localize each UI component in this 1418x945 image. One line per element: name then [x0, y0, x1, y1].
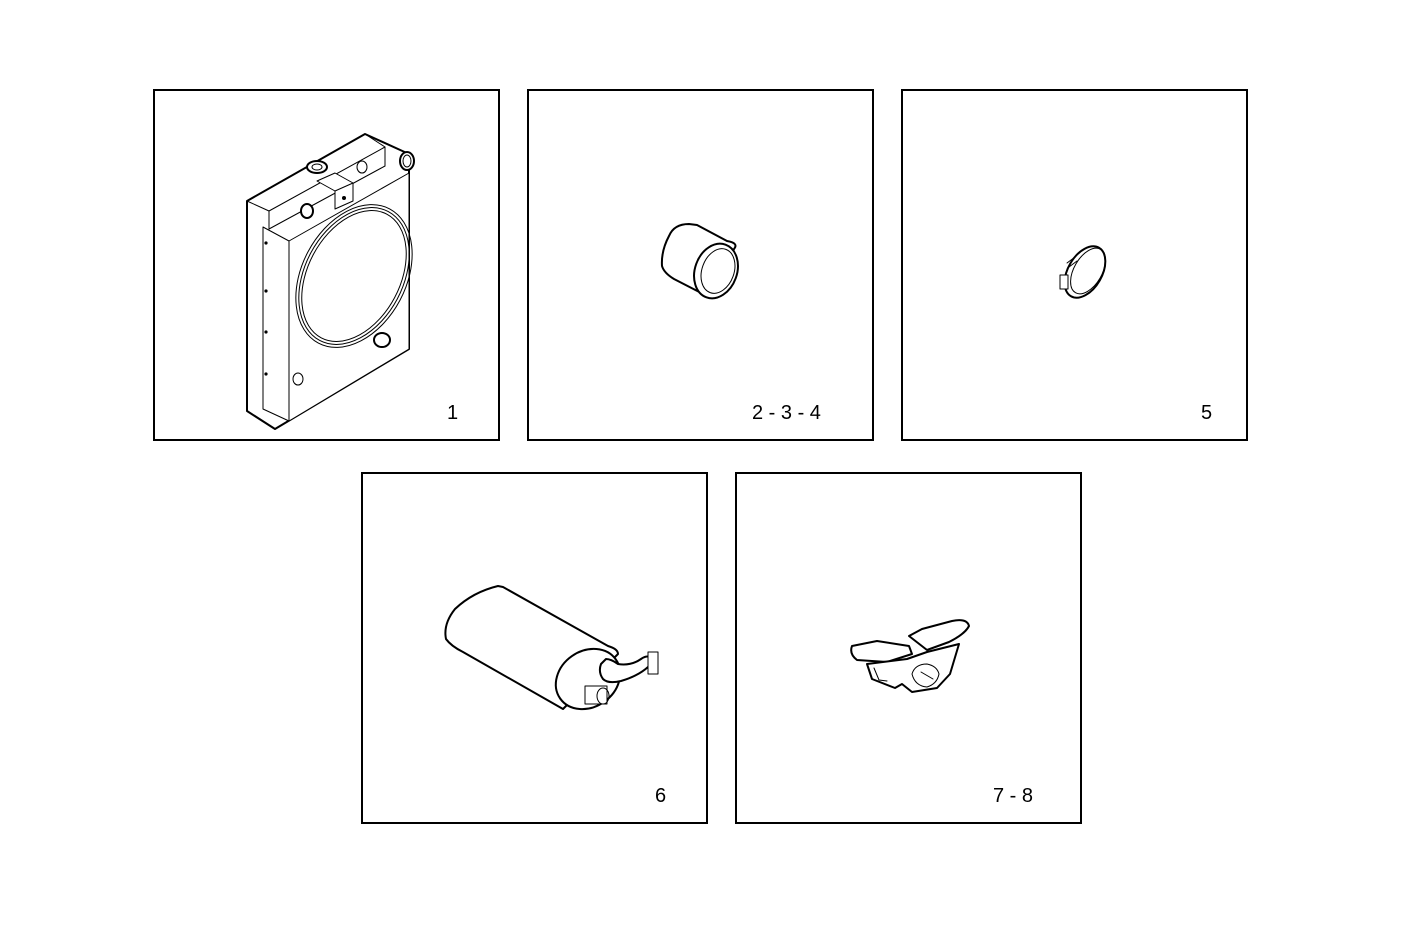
part-number-label: 7 - 8 [993, 785, 1034, 807]
part-number-label: 5 [1201, 402, 1213, 424]
part-number-label: 6 [655, 785, 667, 807]
muffler-icon [444, 585, 659, 711]
part-panel-hose-clamp[interactable]: 5 [901, 89, 1248, 441]
part-panel-rubber-mount[interactable]: 7 - 8 [735, 472, 1082, 824]
part-panel-hose-sleeve[interactable]: 2 - 3 - 4 [527, 89, 874, 441]
rubber-mount-icon [850, 619, 970, 693]
part-number-label: 2 - 3 - 4 [752, 402, 821, 424]
part-panel-muffler[interactable]: 6 [361, 472, 708, 824]
part-number-label: 1 [447, 402, 459, 424]
hose-sleeve-icon [660, 223, 739, 300]
hose-clamp-icon [1059, 245, 1107, 299]
radiator-icon [246, 133, 415, 430]
part-panel-radiator[interactable]: 1 [153, 89, 500, 441]
